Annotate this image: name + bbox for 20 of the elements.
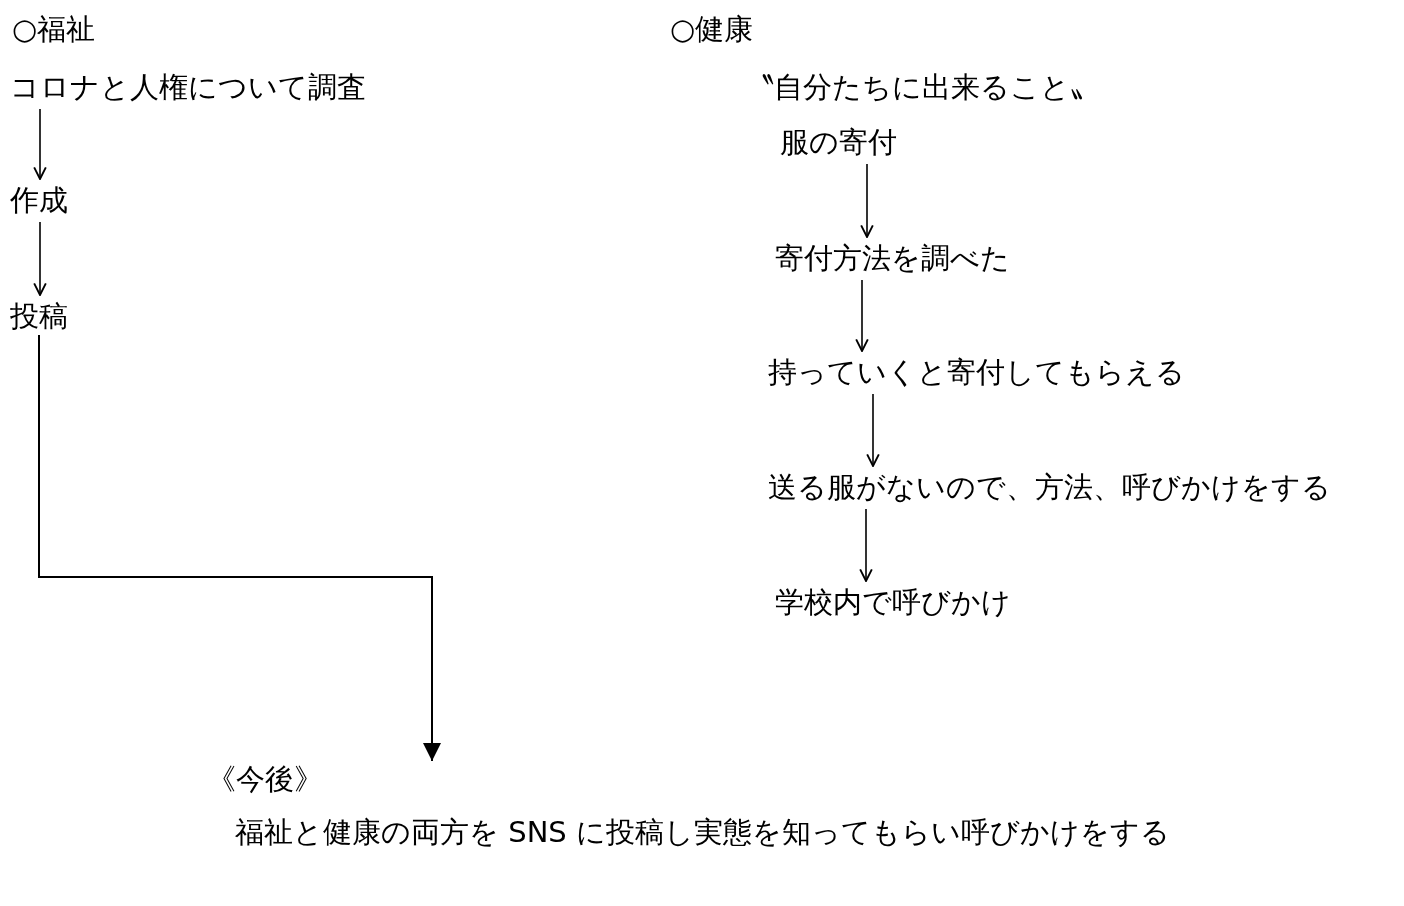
arrow xyxy=(33,221,47,296)
step-text: 寄付方法を調べた xyxy=(775,241,1010,276)
arrow xyxy=(855,279,869,352)
section-heading: ○福祉 xyxy=(12,12,96,47)
step-text: コロナと人権について調査 xyxy=(10,70,366,105)
section-heading: 《今後》 xyxy=(207,762,323,797)
subheading: 〝自分たちに出来ること〟 xyxy=(745,70,1099,105)
arrow xyxy=(38,334,441,762)
step-text: 作成 xyxy=(10,183,68,218)
step-text: 投稿 xyxy=(10,299,68,334)
step-text: 持っていくと寄付してもらえる xyxy=(768,355,1185,390)
section-heading: ○健康 xyxy=(670,12,754,47)
arrow xyxy=(866,393,880,467)
arrow xyxy=(859,508,873,582)
step-text: 送る服がないので、方法、呼びかけをする xyxy=(768,470,1331,505)
arrow xyxy=(860,163,874,238)
step-text: 服の寄付 xyxy=(780,125,897,160)
step-text: 学校内で呼びかけ xyxy=(775,585,1011,620)
body-text: 福祉と健康の両方を SNS に投稿し実態を知ってもらい呼びかけをする xyxy=(235,815,1170,850)
arrow xyxy=(33,108,47,180)
